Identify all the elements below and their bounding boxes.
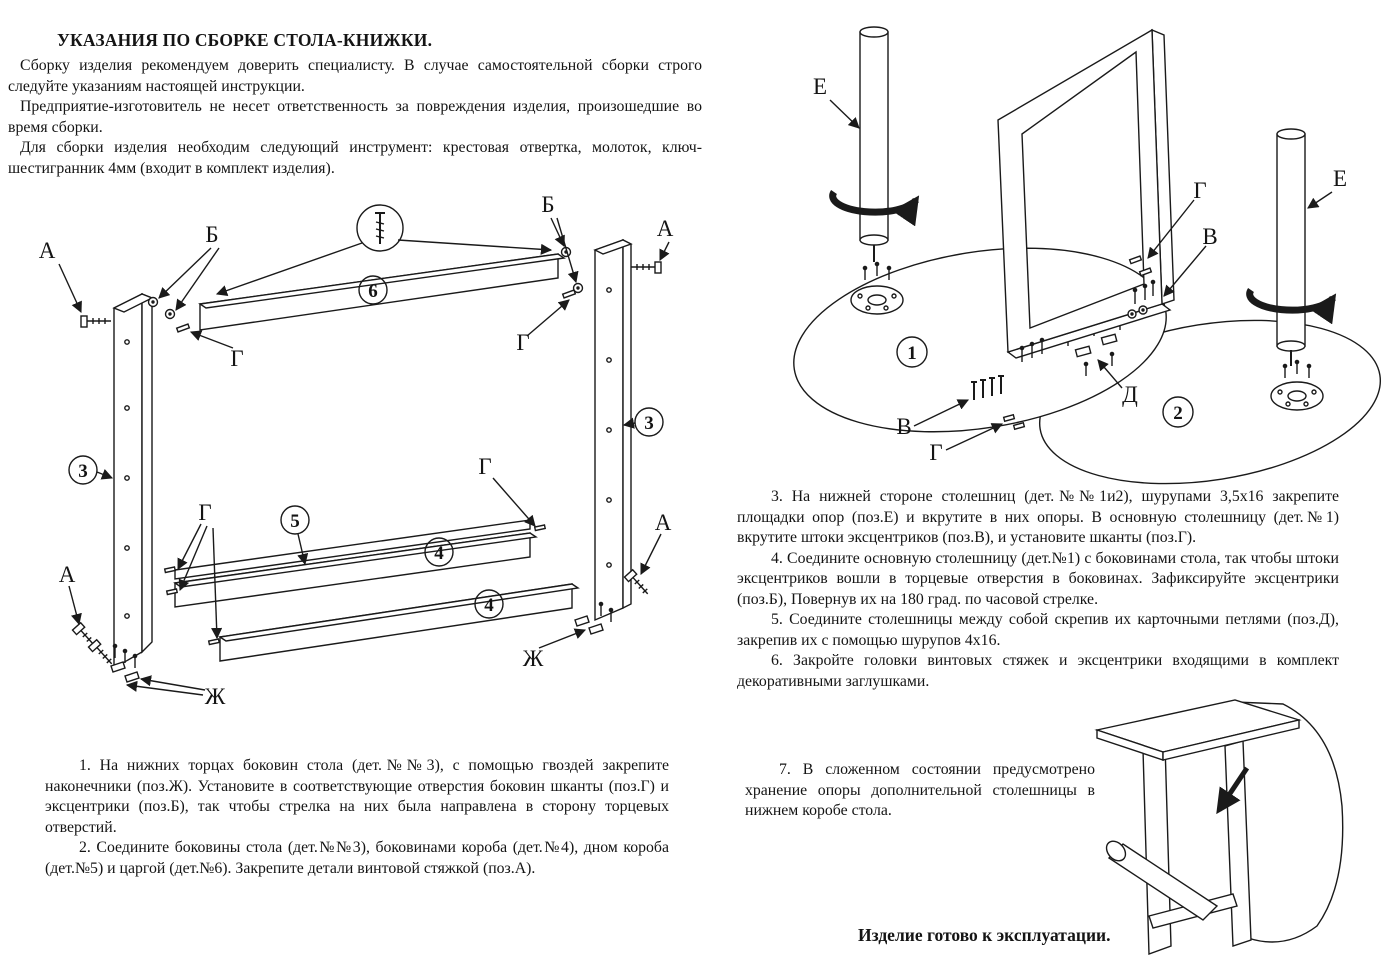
part-4-callout: 4 <box>484 595 494 616</box>
steps-3-6-text: 3. На нижней стороне столешниц (дет.№№1и… <box>737 487 1339 692</box>
label-pos-b: Б <box>541 192 554 217</box>
label-pos-v: В <box>896 414 911 439</box>
intro-paragraph: Для сборки изделия необходим следующий и… <box>8 139 702 177</box>
side-panel-left <box>112 292 154 670</box>
step-paragraph: 3. На нижней стороне столешниц (дет.№№1и… <box>737 488 1339 547</box>
part-number-callouts: 1 2 <box>896 336 1194 428</box>
assembly-diagram-frame: А Б Б А Г Г Г Г А А Ж Ж 3 3 6 5 4 4 <box>39 192 674 709</box>
box-bottom-board <box>174 519 531 580</box>
support-leg-left <box>859 26 889 262</box>
footer-text: Изделие готово к эксплуатации. <box>858 925 1111 945</box>
label-pos-zh: Ж <box>205 684 226 709</box>
step-paragraph: 1. На нижних торцах боковин стола (дет.№… <box>45 757 669 836</box>
bolt-icon <box>631 261 662 274</box>
folded-table-diagram <box>1094 699 1344 955</box>
intro-paragraph: Сборку изделия рекомендуем доверить спец… <box>8 57 702 95</box>
leg-plate-left <box>850 261 904 315</box>
step-paragraph: 5. Соедините столешницы между собой скре… <box>737 611 1339 649</box>
rotation-arrow-icon <box>829 190 920 227</box>
side-panel-right <box>593 238 633 622</box>
tabletop-folded <box>1094 699 1302 761</box>
leader-lines <box>58 217 670 696</box>
rotation-arrow-icon <box>1246 288 1337 325</box>
part-6-callout: 6 <box>368 281 378 302</box>
assembly-diagram-tabletops: Е Е Г В Д В Г 1 2 <box>793 26 1382 485</box>
step-paragraph: 6. Закройте головки винтовых стяжек и эк… <box>737 652 1339 690</box>
intro-paragraph: Предприятие-изготовитель не несет ответс… <box>8 98 702 136</box>
folded-leaf <box>1234 701 1344 943</box>
step-paragraph: 4. Соедините основную столешницу (дет.№1… <box>737 549 1339 608</box>
storage-arrow-icon <box>1216 766 1250 815</box>
intro-text: Сборку изделия рекомендуем доверить спец… <box>8 56 702 179</box>
part-3-callout: 3 <box>644 413 654 434</box>
label-pos-v: В <box>1202 224 1217 249</box>
label-pos-g: Г <box>478 454 491 479</box>
label-pos-a: А <box>39 238 56 263</box>
label-pos-g: Г <box>516 330 529 355</box>
label-pos-e: Е <box>813 74 827 99</box>
stored-leg <box>1105 840 1219 921</box>
part-2-callout: 2 <box>1173 403 1183 424</box>
eccentric-rod-icons <box>971 375 1004 400</box>
part-4-callout: 4 <box>434 543 444 564</box>
step-7-text: 7. В сложенном состоянии предусмотрено х… <box>745 760 1095 822</box>
label-pos-g: Г <box>929 440 942 465</box>
label-pos-a: А <box>59 562 76 587</box>
part-1-callout: 1 <box>907 343 917 364</box>
top-rail-board <box>198 253 566 331</box>
part-3-callout: 3 <box>78 461 88 482</box>
leg-plate-right <box>1270 359 1324 411</box>
label-pos-b: Б <box>205 222 218 247</box>
label-pos-g: Г <box>198 500 211 525</box>
leader-lines <box>829 99 1333 451</box>
label-pos-zh: Ж <box>523 646 544 671</box>
bolt-icon <box>87 638 113 665</box>
label-pos-g: Г <box>230 346 243 371</box>
foot-and-nail-icons <box>110 601 614 683</box>
label-pos-a: А <box>657 216 674 241</box>
step-paragraph: 2. Соедините боковины стола (дет.№№3), б… <box>45 839 669 877</box>
steps-1-2-text: 1. На нижних торцах боковин стола (дет.№… <box>45 756 669 879</box>
label-pos-e: Е <box>1333 166 1347 191</box>
screw-callout-icon <box>215 204 553 296</box>
part-5-callout: 5 <box>290 511 300 532</box>
part-number-callouts: 3 3 6 5 4 4 <box>68 275 664 619</box>
bolt-icon <box>623 568 649 595</box>
dowel-icons <box>1002 255 1153 431</box>
step-paragraph: 7. В сложенном состоянии предусмотрено х… <box>745 761 1095 820</box>
box-side-board-lower <box>218 583 580 662</box>
box-frame <box>997 28 1175 359</box>
label-pos-d: Д <box>1122 382 1138 407</box>
label-pos-a: А <box>655 510 672 535</box>
bolt-icon <box>80 315 111 328</box>
screw-icons <box>1019 279 1156 362</box>
label-pos-g: Г <box>1193 178 1206 203</box>
support-leg-right <box>1276 128 1306 366</box>
dowel-icons <box>163 289 577 646</box>
page-title: УКАЗАНИЯ ПО СБОРКЕ СТОЛА-КНИЖКИ. <box>57 30 433 50</box>
